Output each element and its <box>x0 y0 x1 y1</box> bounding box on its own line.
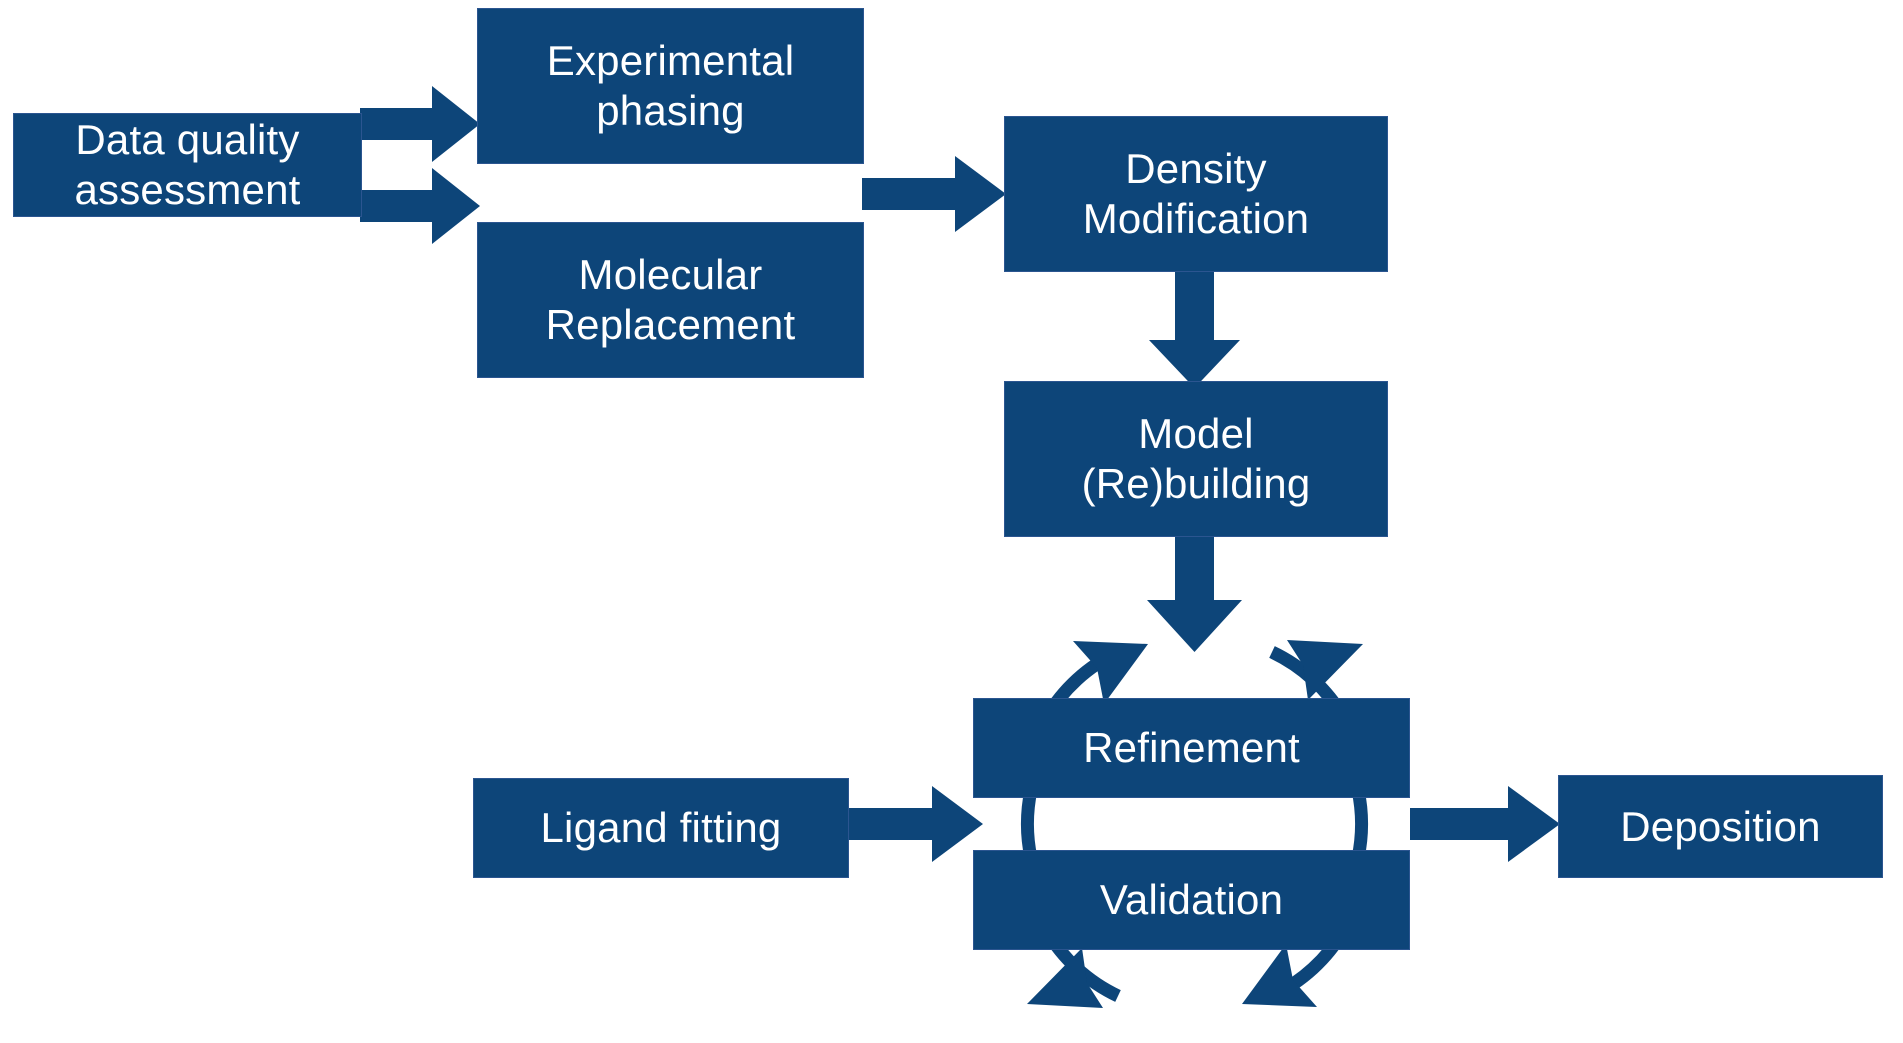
node-label: Model (Re)building <box>1081 410 1311 507</box>
cycle-arc-right-side <box>1351 788 1368 860</box>
node-label: Ligand fitting <box>540 804 782 852</box>
node-label: Data quality assessment <box>74 116 301 213</box>
node-molecular-replacement[interactable]: Molecular Replacement <box>477 222 864 378</box>
arrow-model-rebuilding-to-refinement <box>1147 535 1242 652</box>
arrow-density-modification-to-model-rebuilding <box>1149 272 1240 388</box>
node-refinement[interactable]: Refinement <box>973 698 1410 798</box>
node-deposition[interactable]: Deposition <box>1558 775 1883 878</box>
node-label: Density Modification <box>1082 145 1310 242</box>
arrow-ligand-fitting-to-refinement <box>848 786 983 862</box>
node-label: Molecular Replacement <box>545 251 796 348</box>
arrow-cycle-to-deposition <box>1410 786 1560 862</box>
node-label: Deposition <box>1620 802 1821 850</box>
node-label: Experimental phasing <box>546 37 795 134</box>
node-density-modification[interactable]: Density Modification <box>1004 116 1388 272</box>
arrow-dqa-to-molecular-replacement <box>360 168 480 244</box>
arrow-dqa-to-experimental-phasing <box>360 86 480 162</box>
node-data-quality-assessment[interactable]: Data quality assessment <box>13 113 362 217</box>
node-ligand-fitting[interactable]: Ligand fitting <box>473 778 849 878</box>
cycle-arc-left-side <box>1021 788 1038 860</box>
node-label: Validation <box>1099 876 1284 924</box>
node-label: Refinement <box>1083 724 1300 772</box>
node-experimental-phasing[interactable]: Experimental phasing <box>477 8 864 164</box>
node-model-rebuilding[interactable]: Model (Re)building <box>1004 381 1388 537</box>
node-validation[interactable]: Validation <box>973 850 1410 950</box>
arrow-phasing-to-density-modification <box>862 156 1006 232</box>
